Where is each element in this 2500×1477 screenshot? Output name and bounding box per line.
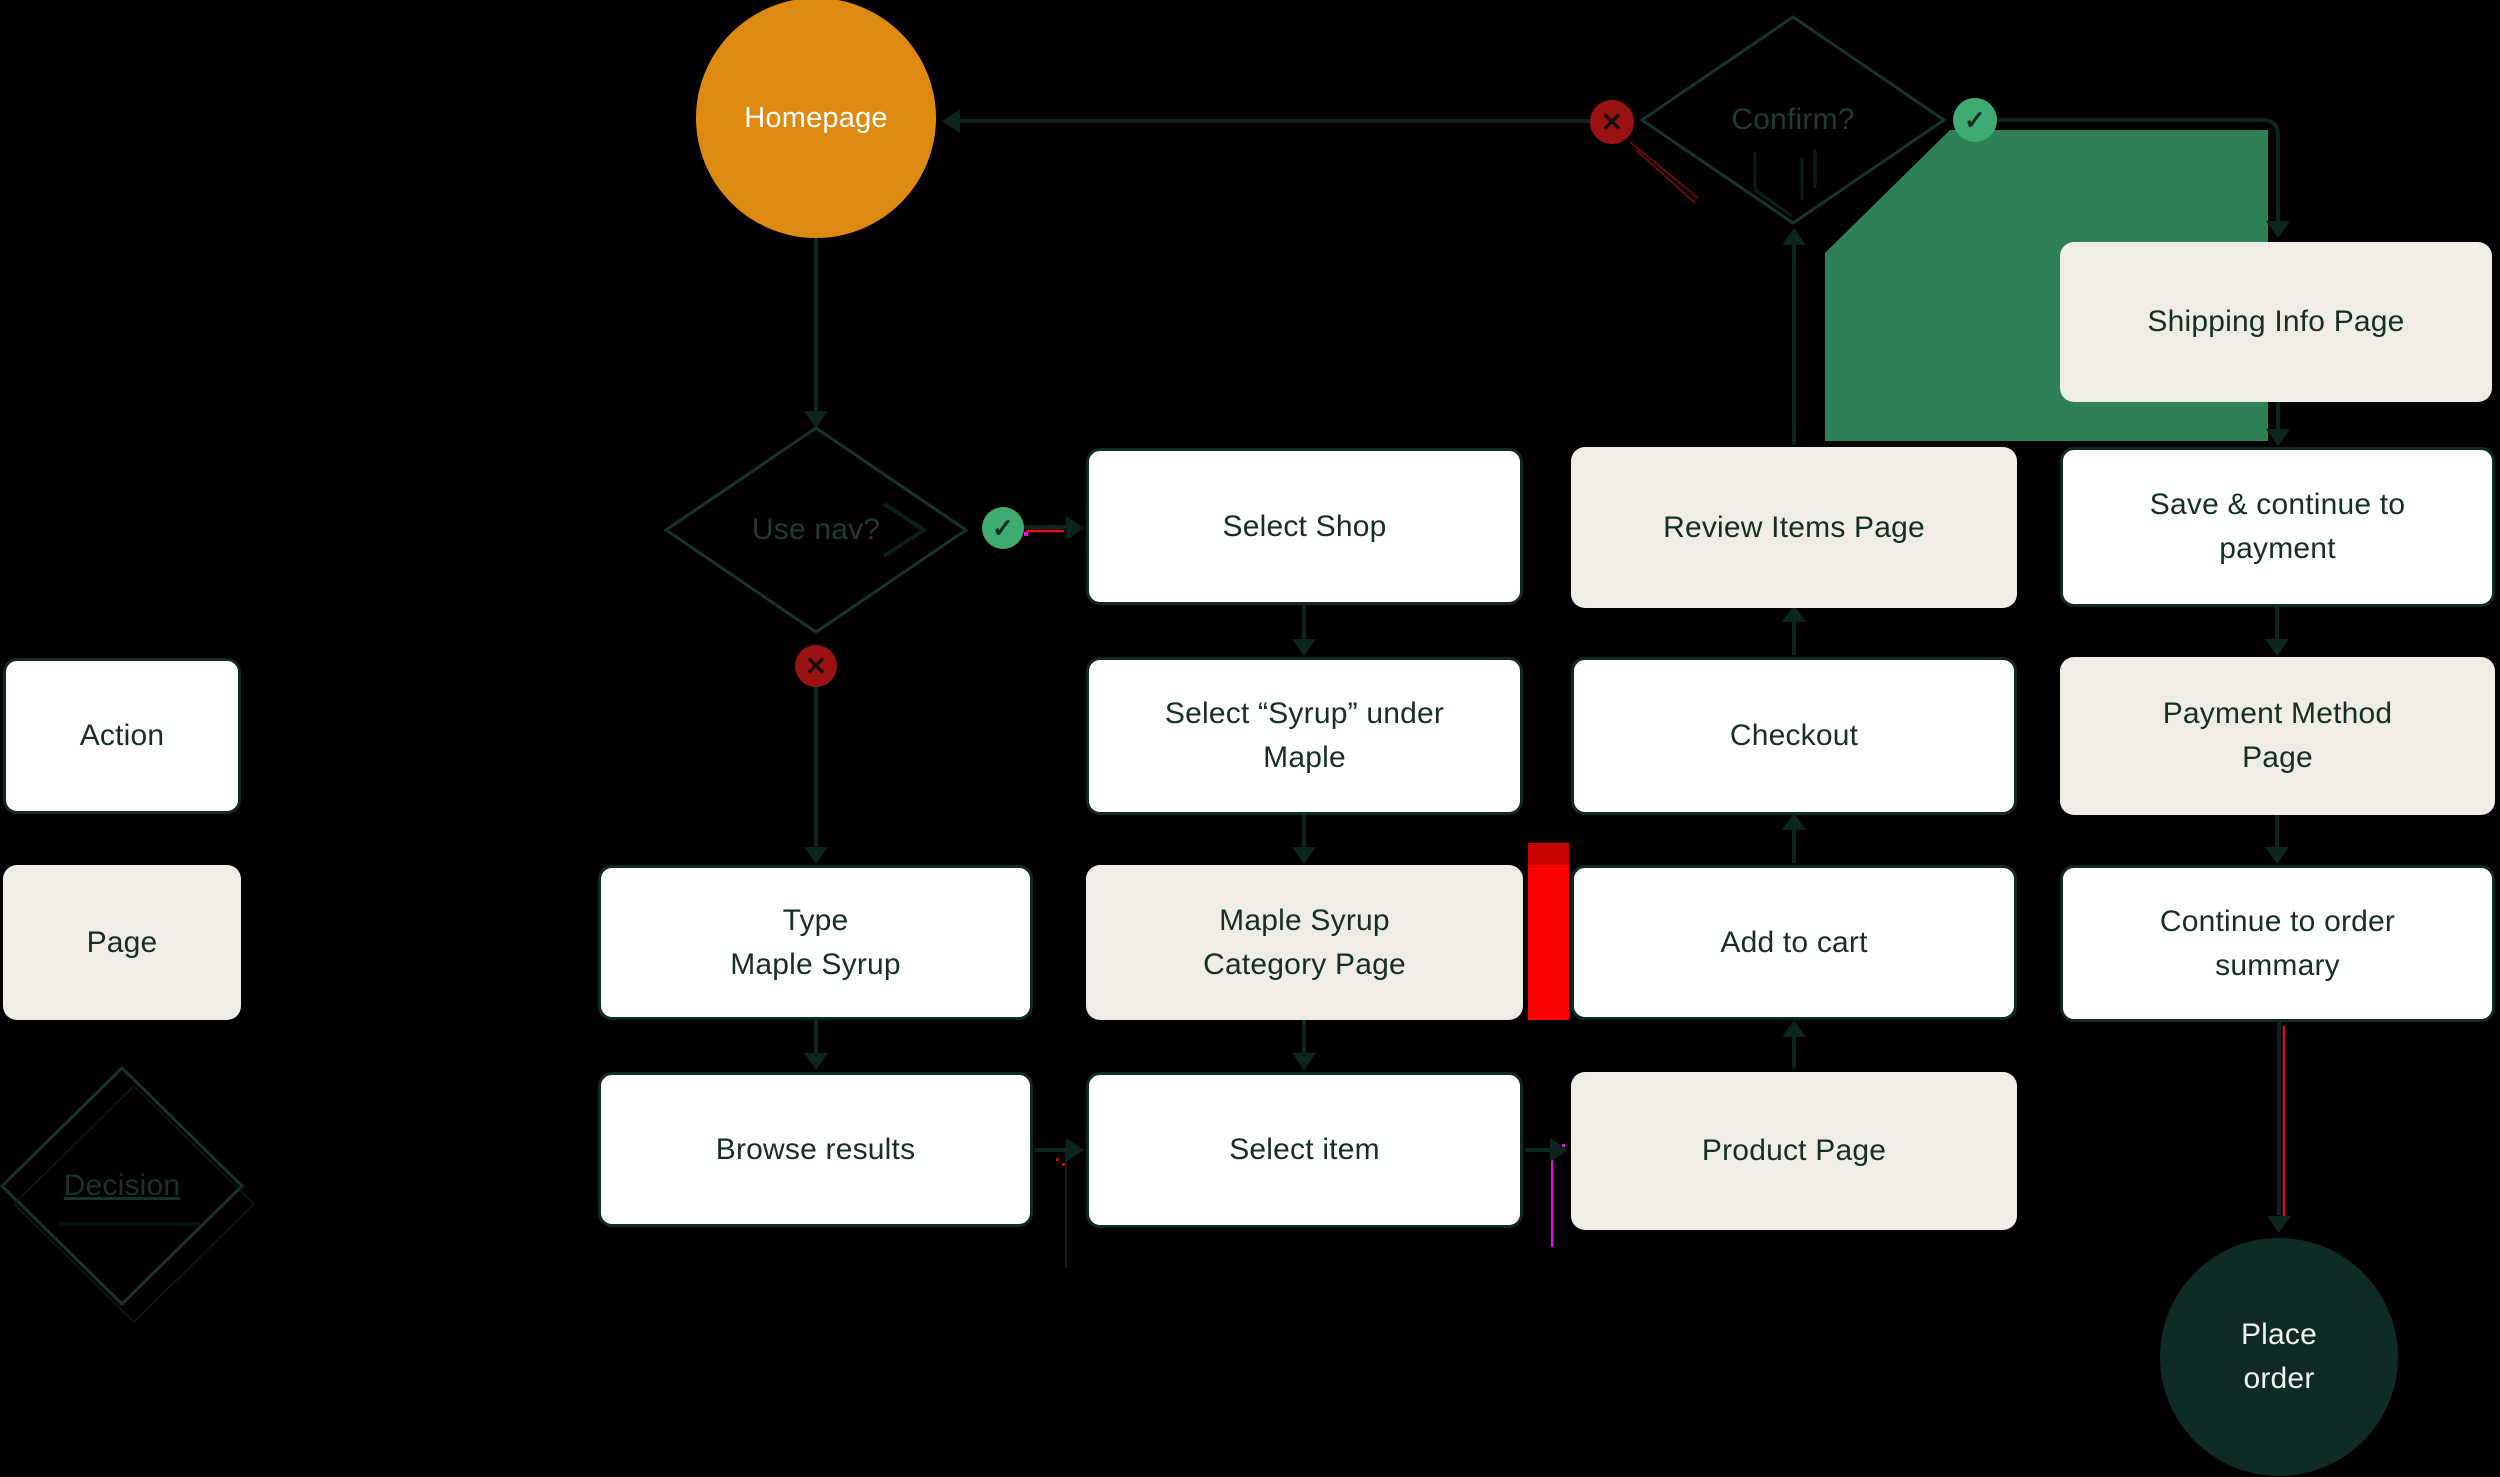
decision-legend-diamond-echo bbox=[12, 1084, 256, 1324]
use-nav-diamond bbox=[663, 426, 969, 634]
use-nav-yes-icon: ✓ bbox=[982, 507, 1024, 549]
glitch-red-bar-top bbox=[1528, 843, 1569, 865]
legend-page-box: Page bbox=[3, 865, 241, 1020]
node-review-items-page: Review Items Page bbox=[1571, 447, 2017, 608]
node-type-maple-syrup: Type Maple Syrup bbox=[598, 865, 1033, 1020]
node-save-continue-payment: Save & continue to payment bbox=[2060, 447, 2495, 607]
confirm-glitch-red-lines bbox=[1629, 141, 1699, 204]
node-browse-results: Browse results bbox=[598, 1072, 1033, 1227]
glitch-magenta-dot bbox=[1024, 532, 1028, 536]
node-use-nav-label: Use nav? bbox=[751, 513, 881, 546]
legend-action-box: Action bbox=[3, 658, 241, 814]
node-homepage: Homepage bbox=[696, 0, 936, 238]
confirm-diamond bbox=[1639, 15, 1947, 225]
node-maple-syrup-category-page: Maple Syrup Category Page bbox=[1086, 865, 1523, 1020]
node-shipping-info-page: Shipping Info Page bbox=[2060, 242, 2492, 402]
legend-decision-label: Decision bbox=[63, 1169, 181, 1202]
glitch-red-bar bbox=[1528, 843, 1569, 1020]
edges bbox=[814, 118, 2281, 1268]
use-nav-glitch-chevron bbox=[882, 502, 928, 558]
node-product-page: Product Page bbox=[1571, 1072, 2017, 1230]
glitch-red-dots bbox=[1056, 1158, 1065, 1166]
node-confirm-label: Confirm? bbox=[1731, 103, 1855, 136]
confirm-no-icon: ✕ bbox=[1590, 100, 1634, 144]
confirm-yes-icon: ✓ bbox=[1953, 98, 1997, 142]
edge-confirmyes-shipping bbox=[1997, 118, 2280, 222]
node-select-syrup-under-maple: Select “Syrup” under Maple bbox=[1086, 657, 1523, 815]
node-select-item: Select item bbox=[1086, 1072, 1523, 1228]
confirm-glitch-chevron bbox=[1753, 150, 1817, 218]
node-checkout: Checkout bbox=[1571, 657, 2017, 815]
arrowheads bbox=[804, 109, 2291, 1233]
use-nav-no-icon: ✕ bbox=[795, 645, 837, 687]
node-place-order: Place order bbox=[2160, 1238, 2398, 1476]
node-payment-method-page: Payment Method Page bbox=[2060, 657, 2495, 815]
decision-legend-diamond bbox=[0, 1065, 245, 1307]
node-select-shop: Select Shop bbox=[1086, 448, 1523, 605]
node-add-to-cart: Add to cart bbox=[1571, 865, 2017, 1020]
node-continue-order-summary: Continue to order summary bbox=[2060, 865, 2495, 1022]
